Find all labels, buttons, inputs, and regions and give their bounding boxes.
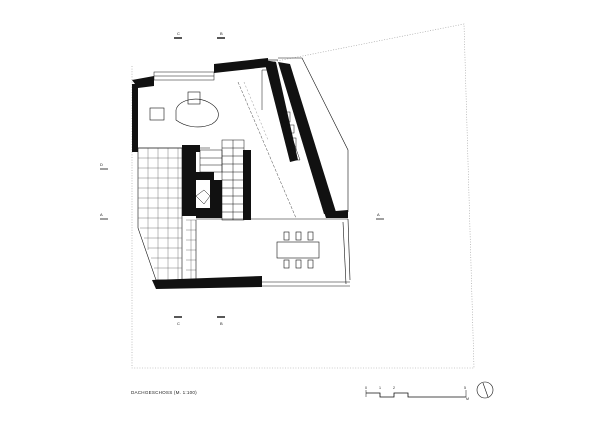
section-mark-top-right: B: [217, 31, 225, 39]
walls: [132, 58, 348, 289]
north-arrow-icon: [476, 381, 494, 399]
windows: [153, 71, 215, 81]
section-mark-top-left-label: C: [177, 31, 180, 36]
section-mark-left-upper: D: [100, 162, 108, 170]
section-mark-top-right-label: B: [220, 31, 223, 36]
section-mark-left-lower-label: A: [100, 212, 103, 217]
scale-tick-1: 1: [379, 386, 381, 390]
roof-edge-line-2: [243, 81, 269, 141]
section-mark-left-upper-label: D: [100, 162, 103, 167]
scale-unit: M: [466, 397, 469, 401]
roof-edge-line: [237, 81, 297, 219]
scale-tick-0: 0: [365, 386, 367, 390]
section-mark-bottom-right-label: B: [220, 321, 223, 326]
section-mark-right: A: [376, 212, 384, 220]
lounge-furniture: [149, 91, 219, 128]
section-mark-bottom-right: B: [217, 316, 225, 326]
drawing-title: DACHGESCHOSS (M. 1:100): [131, 390, 197, 395]
section-mark-top-left: C: [174, 31, 182, 39]
section-mark-left-lower: A: [100, 212, 108, 220]
terrace-grid: [137, 147, 196, 281]
dining-table: [276, 231, 320, 269]
scale-tick-2: 2: [393, 386, 395, 390]
kitchen-counter: [261, 69, 301, 161]
section-mark-right-label: A: [377, 212, 380, 217]
scale-bar: 0 1 2 5 M: [365, 386, 469, 401]
stairs: [195, 139, 245, 221]
section-mark-bottom-left-label: C: [177, 321, 180, 326]
section-mark-bottom-left: C: [174, 316, 182, 326]
scale-tick-5: 5: [464, 386, 466, 390]
